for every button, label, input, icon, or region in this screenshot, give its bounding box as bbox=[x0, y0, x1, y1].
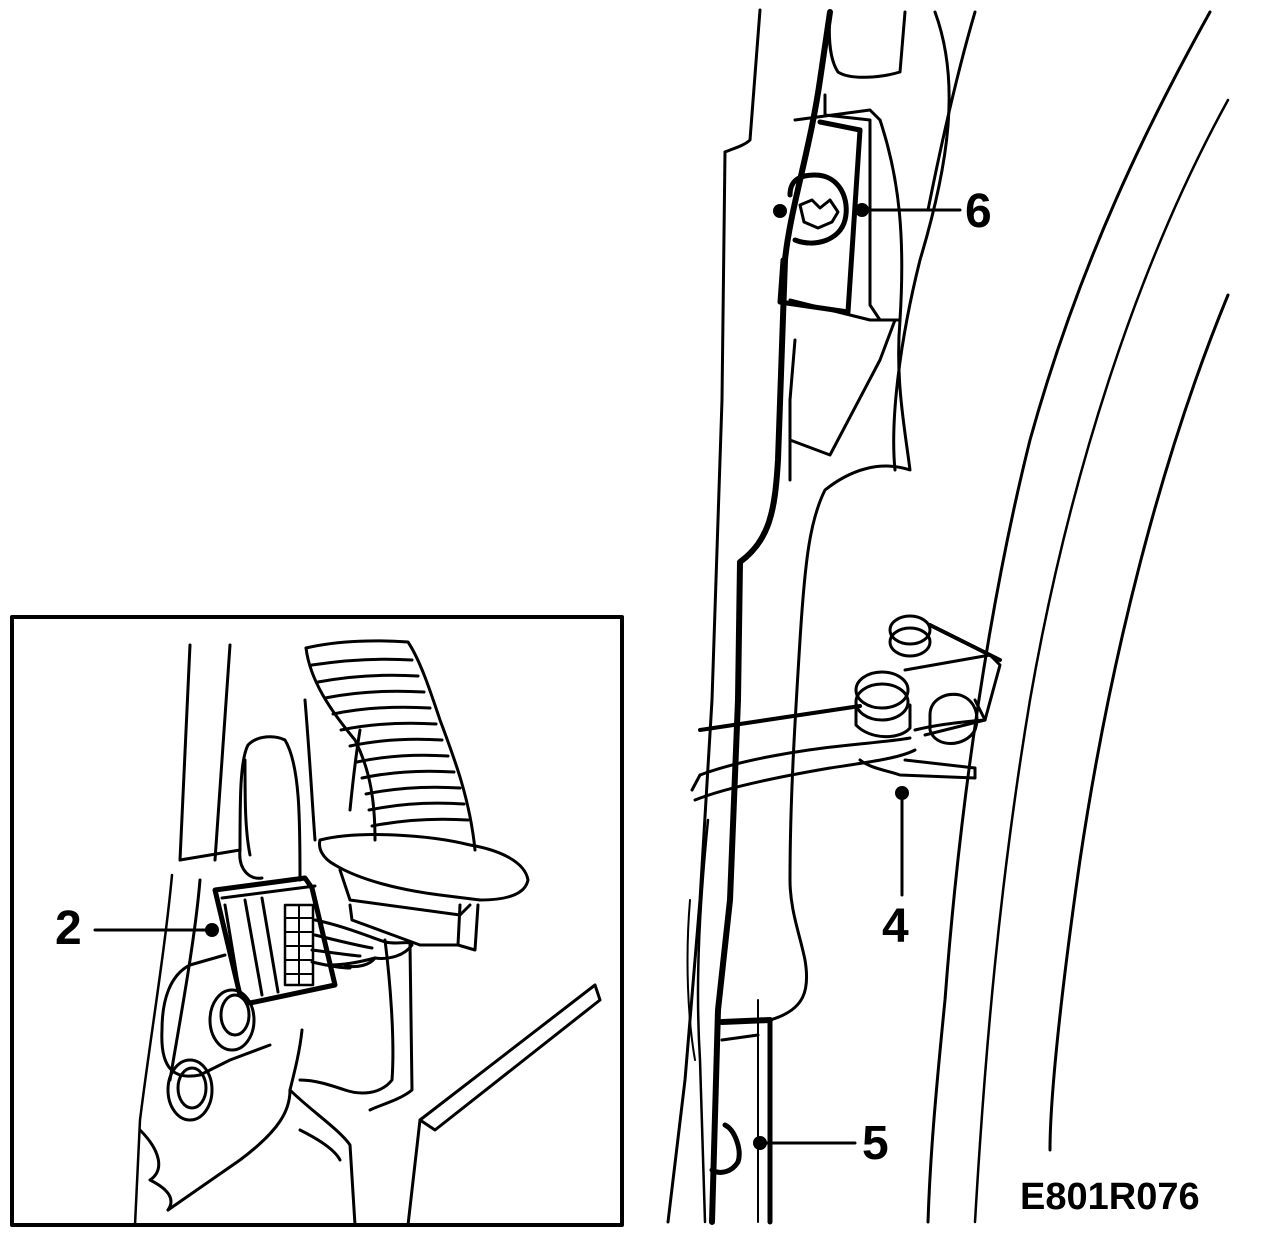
upper-hinge-bracket bbox=[777, 93, 882, 322]
figure-code: E801R076 bbox=[1020, 1176, 1200, 1218]
connector bbox=[212, 875, 338, 1006]
callout-2: 2 bbox=[55, 902, 82, 955]
callout-5: 5 bbox=[862, 1117, 889, 1170]
harness-boot bbox=[304, 639, 530, 952]
door-check-strap bbox=[690, 614, 1002, 802]
leader-lines bbox=[93, 208, 962, 1145]
inset-holes bbox=[166, 988, 256, 1122]
door-seal bbox=[709, 9, 833, 1225]
inset-pillar bbox=[133, 643, 602, 1227]
leader-dots bbox=[205, 203, 909, 1150]
door-pillar bbox=[666, 8, 1230, 1224]
callout-6: 6 bbox=[965, 185, 992, 238]
lower-hinge-bracket bbox=[709, 1017, 773, 1225]
callout-4: 4 bbox=[882, 900, 909, 953]
inset-frame bbox=[10, 615, 624, 1227]
